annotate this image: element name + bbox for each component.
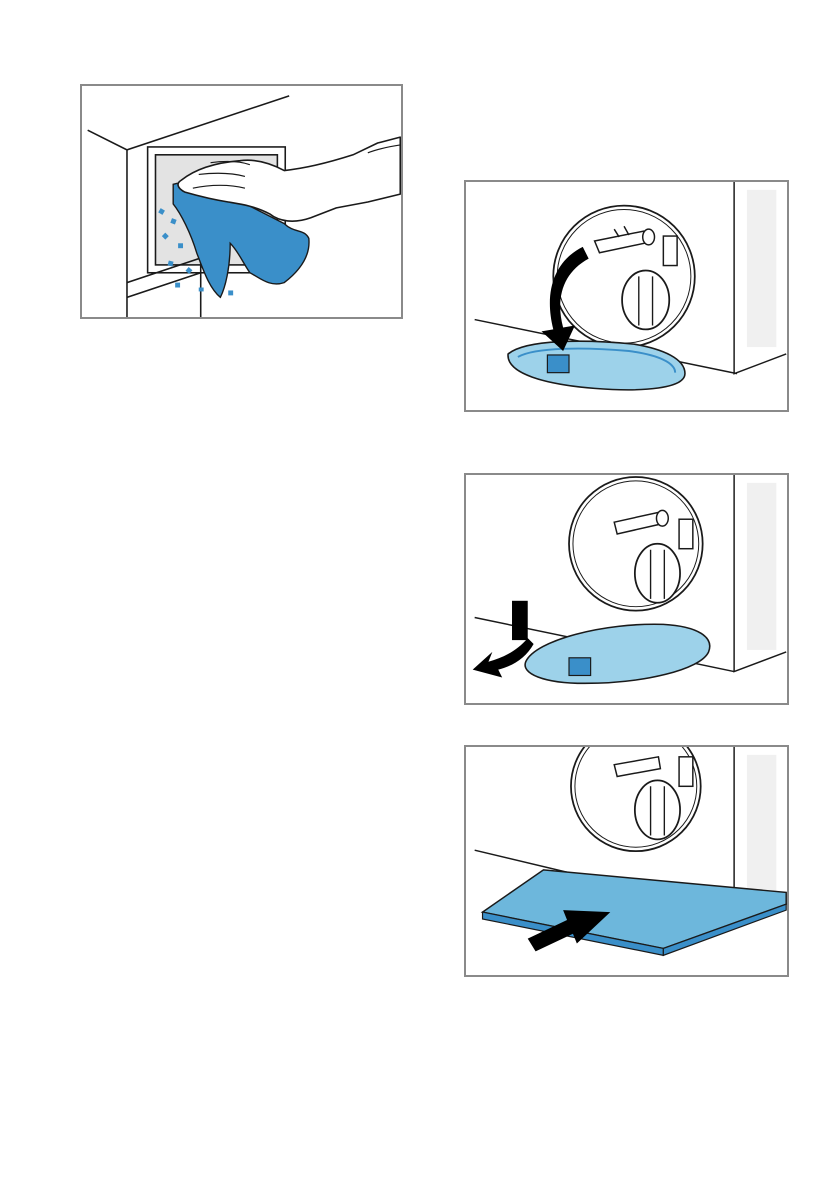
filter-knob-icon: [635, 780, 680, 839]
flap-latch-icon: [569, 658, 591, 676]
flap-open-drawing: [466, 182, 787, 410]
filter-knob-icon: [622, 270, 669, 329]
illustration-tray-insert: [464, 745, 789, 977]
flap-remove-drawing: [466, 475, 787, 703]
illustration-flap-open: [464, 180, 789, 412]
tray-icon: [483, 870, 787, 956]
tray-insert-drawing: [466, 747, 787, 975]
illustration-wipe-cloth: [80, 84, 403, 319]
wipe-cloth-drawing: [82, 86, 401, 317]
flap-latch-icon: [547, 355, 569, 373]
filter-knob-icon: [635, 544, 680, 603]
illustration-flap-remove: [464, 473, 789, 705]
